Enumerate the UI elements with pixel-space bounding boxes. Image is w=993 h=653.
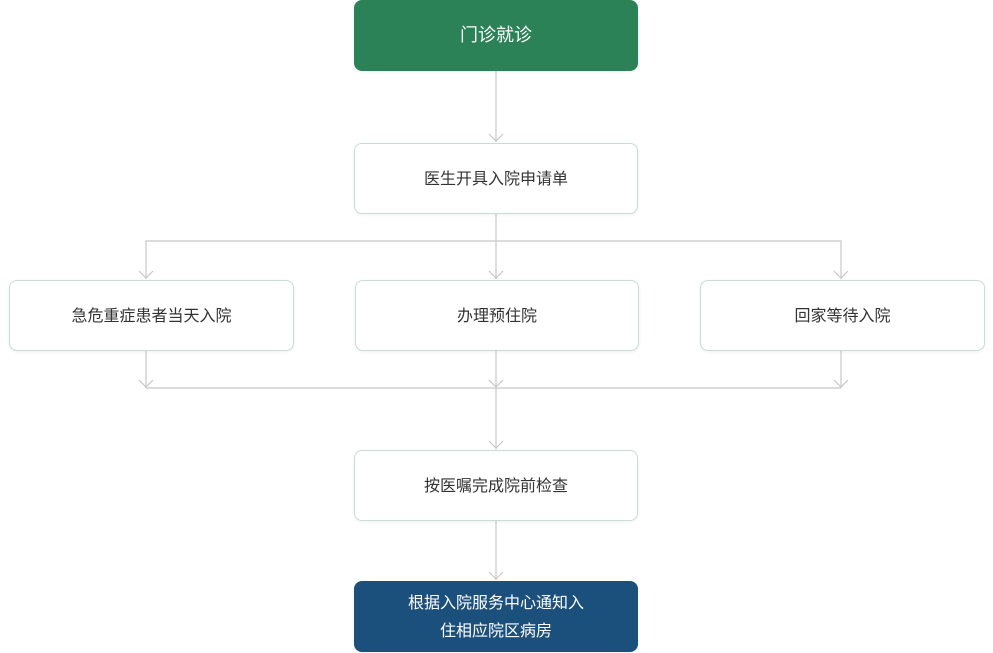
- connector-request-to-branches: [138, 213, 849, 279]
- node-label: 门诊就诊: [460, 24, 532, 46]
- node-pre-exam: 按医嘱完成院前检查: [354, 450, 638, 521]
- node-label-line2: 住相应院区病房: [439, 620, 552, 640]
- node-label: 急危重症患者当天入院: [71, 305, 232, 325]
- node-label-line1: 根据入院服务中心通知入: [407, 592, 584, 612]
- node-outpatient: 门诊就诊: [354, 0, 638, 71]
- connector-exam-to-notify: [488, 520, 504, 580]
- node-label: 按医嘱完成院前检查: [423, 475, 568, 495]
- node-emergency: 急危重症患者当天入院: [9, 280, 294, 351]
- node-notify: 根据入院服务中心通知入 住相应院区病房: [354, 581, 638, 652]
- node-home-wait: 回家等待入院: [700, 280, 985, 351]
- connector-branches-merge: [138, 350, 849, 449]
- node-pre-admission: 办理预住院: [355, 280, 639, 351]
- node-label: 回家等待入院: [794, 305, 891, 325]
- node-label: 办理预住院: [456, 305, 537, 325]
- node-label: 医生开具入院申请单: [423, 168, 568, 188]
- connector-start-to-request: [488, 70, 504, 142]
- node-admission-request: 医生开具入院申请单: [354, 143, 638, 214]
